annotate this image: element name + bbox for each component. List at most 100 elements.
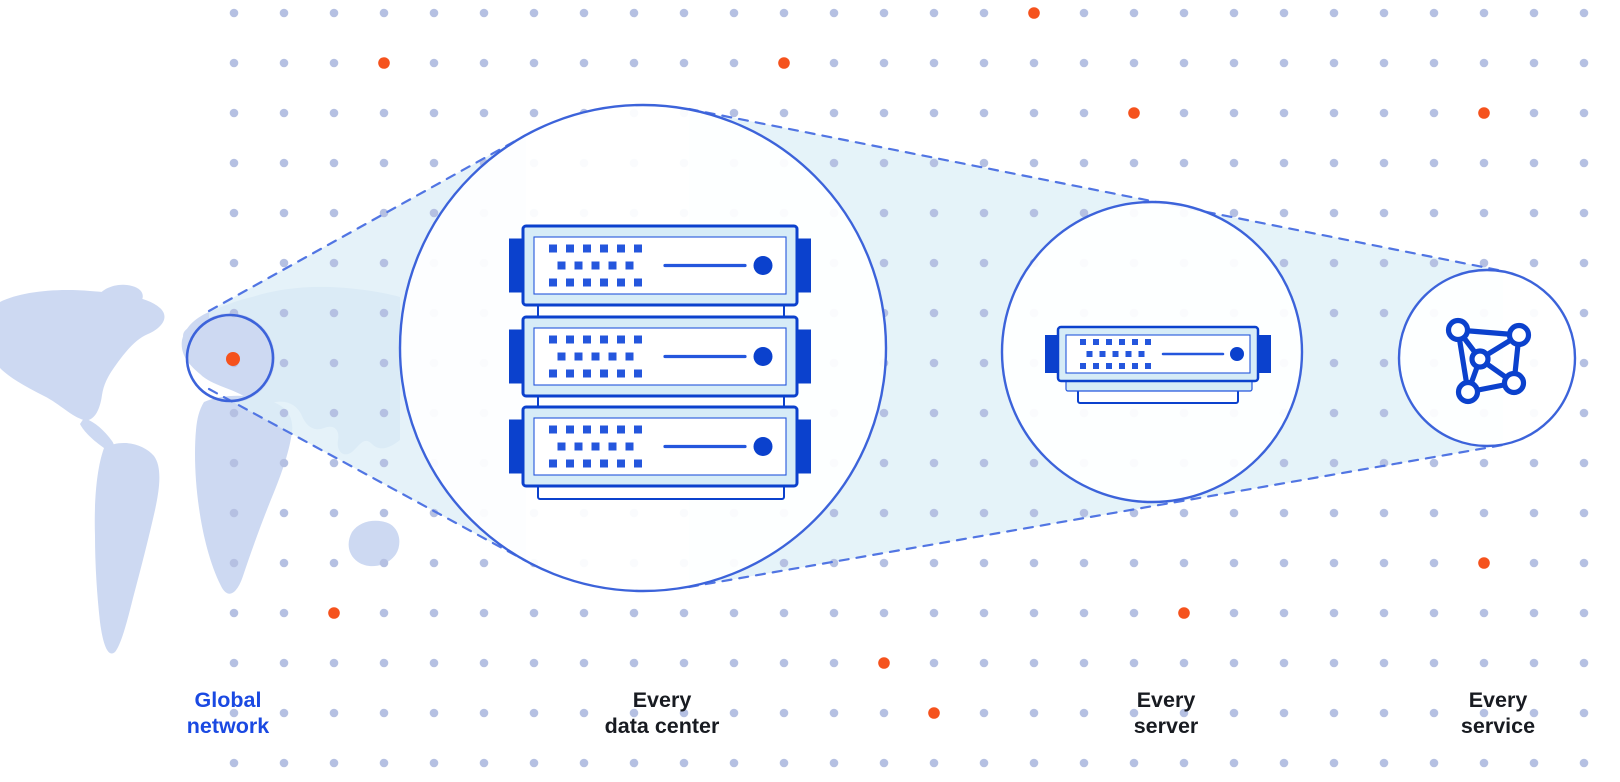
grid-dot [779, 658, 789, 668]
grid-dot [729, 608, 739, 618]
grid-dot [979, 58, 989, 68]
grid-dot [1229, 208, 1239, 218]
vent-dot [1080, 363, 1086, 369]
grid-dot [1279, 58, 1289, 68]
grid-dot [1329, 558, 1339, 568]
vent-dot [1093, 339, 1099, 345]
grid-dot [1329, 108, 1339, 118]
grid-dot [1279, 708, 1289, 718]
south-america-landmass [94, 442, 160, 654]
vent-dot [583, 244, 591, 253]
grid-dot [979, 258, 989, 268]
grid-dot [1579, 58, 1589, 68]
grid-dot [529, 8, 539, 18]
grid-dot [1529, 458, 1539, 468]
grid-dot [429, 758, 439, 768]
grid-dot [1329, 308, 1339, 318]
grid-dot [879, 758, 889, 768]
network-mesh-icon [1445, 317, 1532, 405]
grid-dot [679, 708, 689, 718]
grid-dot [1229, 708, 1239, 718]
accent-dot [1128, 107, 1140, 119]
vent-dot [634, 244, 642, 253]
grid-dot [1029, 508, 1039, 518]
label-every-server: Every server [1133, 688, 1199, 738]
accent-dot [778, 57, 790, 69]
grid-dot [329, 758, 339, 768]
grid-dot [329, 508, 339, 518]
grid-dot [929, 258, 939, 268]
grid-dot [829, 58, 839, 68]
grid-dot [1129, 708, 1139, 718]
grid-dot [629, 658, 639, 668]
grid-dot [929, 658, 939, 668]
grid-dot [1279, 208, 1289, 218]
vent-dot [617, 278, 625, 287]
dashed-line-top-right [687, 107, 1505, 273]
grid-dot [1079, 758, 1089, 768]
grid-dot [1579, 158, 1589, 168]
grid-dot [379, 358, 389, 368]
grid-dot [1279, 108, 1289, 118]
vent-dot [1099, 351, 1106, 357]
vent-dot [583, 425, 591, 434]
vent-dot [600, 459, 608, 468]
grid-dot [1429, 8, 1439, 18]
vent-dot [583, 369, 591, 378]
grid-dot [329, 358, 339, 368]
vent-dot [549, 335, 557, 344]
vent-dot [617, 425, 625, 434]
grid-dot [1229, 108, 1239, 118]
grid-dot [1529, 108, 1539, 118]
server-unit [509, 315, 811, 398]
grid-dot [1179, 708, 1189, 718]
grid-dot [479, 758, 489, 768]
grid-dot [279, 458, 289, 468]
vent-dot [566, 369, 574, 378]
grid-dot [1429, 258, 1439, 268]
dashed-line-bottom-left [207, 387, 528, 563]
grid-dot [429, 8, 439, 18]
grid-dot [279, 58, 289, 68]
grid-dot [1029, 658, 1039, 668]
grid-dot [229, 658, 239, 668]
led-indicator [753, 347, 773, 366]
grid-dot [479, 8, 489, 18]
grid-dot [1579, 308, 1589, 318]
grid-dot [229, 108, 239, 118]
grid-dot [1379, 258, 1389, 268]
grid-dot [879, 258, 889, 268]
grid-dot [1379, 758, 1389, 768]
grid-dot [629, 758, 639, 768]
grid-dot [229, 508, 239, 518]
grid-dot [479, 608, 489, 618]
grid-dot [1579, 508, 1589, 518]
grid-dot [929, 558, 939, 568]
grid-dot [1329, 8, 1339, 18]
grid-dot [329, 658, 339, 668]
server-unit [509, 405, 811, 488]
grid-dot [1329, 258, 1339, 268]
vent-dot [566, 459, 574, 468]
grid-dot [829, 508, 839, 518]
grid-dot [1529, 8, 1539, 18]
grid-dot [979, 658, 989, 668]
grid-dot [579, 608, 589, 618]
grid-dot [1029, 458, 1039, 468]
grid-dot [779, 108, 789, 118]
grid-dot [879, 158, 889, 168]
vent-dot [1138, 351, 1145, 357]
grid-dot [429, 708, 439, 718]
grid-dot [229, 758, 239, 768]
grid-dot [879, 508, 889, 518]
vent-dot [566, 425, 574, 434]
grid-dot [479, 558, 489, 568]
grid-dot [529, 58, 539, 68]
grid-dot [929, 758, 939, 768]
single-server [1045, 325, 1271, 404]
grid-dot [579, 658, 589, 668]
grid-dot [1329, 358, 1339, 368]
grid-dot [929, 458, 939, 468]
grid-dot [579, 758, 589, 768]
